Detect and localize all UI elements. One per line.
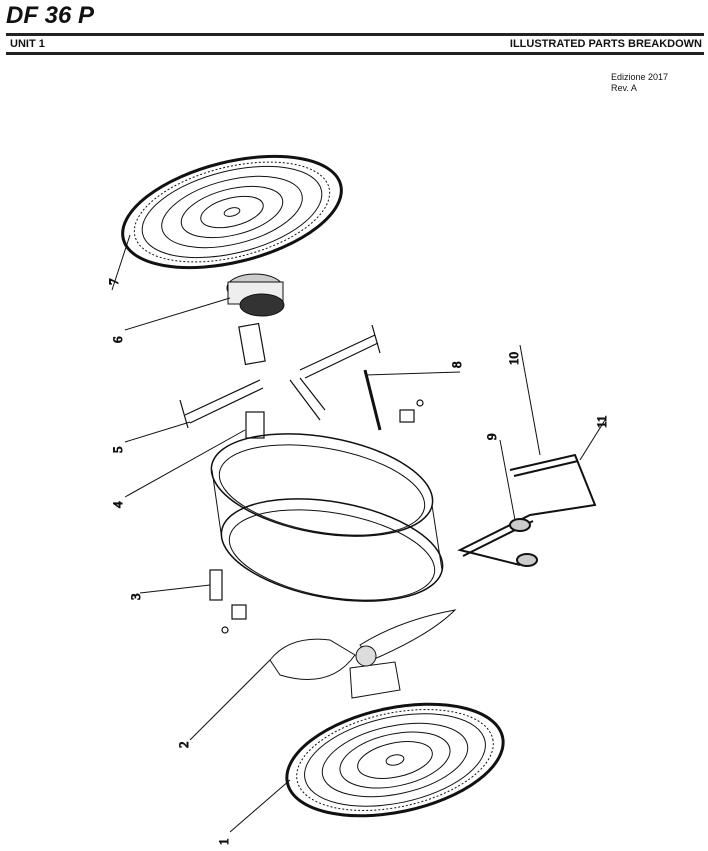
callout-8: 8 xyxy=(449,362,464,369)
callout-9: 9 xyxy=(484,434,499,441)
callout-11: 11 xyxy=(594,415,609,428)
stand xyxy=(457,453,597,567)
callout-6: 6 xyxy=(110,336,125,343)
edition: Edizione 2017 xyxy=(611,72,669,82)
edition-info: Edizione 2017 Rev. A xyxy=(611,72,668,94)
rear-grille xyxy=(121,154,343,270)
callout-2: 2 xyxy=(176,742,191,749)
callout-10: 10 xyxy=(506,352,521,365)
section-label: ILLUSTRATED PARTS BREAKDOWN xyxy=(509,38,702,50)
revision: Rev. A xyxy=(611,83,637,93)
callout-3: 3 xyxy=(128,594,143,601)
header-rule-top xyxy=(6,33,704,36)
callout-1: 1 xyxy=(216,839,231,846)
fan-blade xyxy=(269,609,457,699)
callout-labels: 1 2 3 4 5 6 7 8 9 10 11 xyxy=(106,278,610,846)
callout-7: 7 xyxy=(106,278,121,285)
motor xyxy=(226,273,285,317)
callout-leaders xyxy=(111,234,606,833)
callout-5: 5 xyxy=(110,447,125,454)
unit-label: UNIT 1 xyxy=(10,38,45,50)
brackets xyxy=(179,322,424,634)
callout-4: 4 xyxy=(110,501,125,508)
front-grille xyxy=(285,702,505,818)
header-rule-bottom xyxy=(6,52,704,55)
document-title: DF 36 P xyxy=(6,2,95,29)
fan-housing-ring xyxy=(210,433,444,602)
